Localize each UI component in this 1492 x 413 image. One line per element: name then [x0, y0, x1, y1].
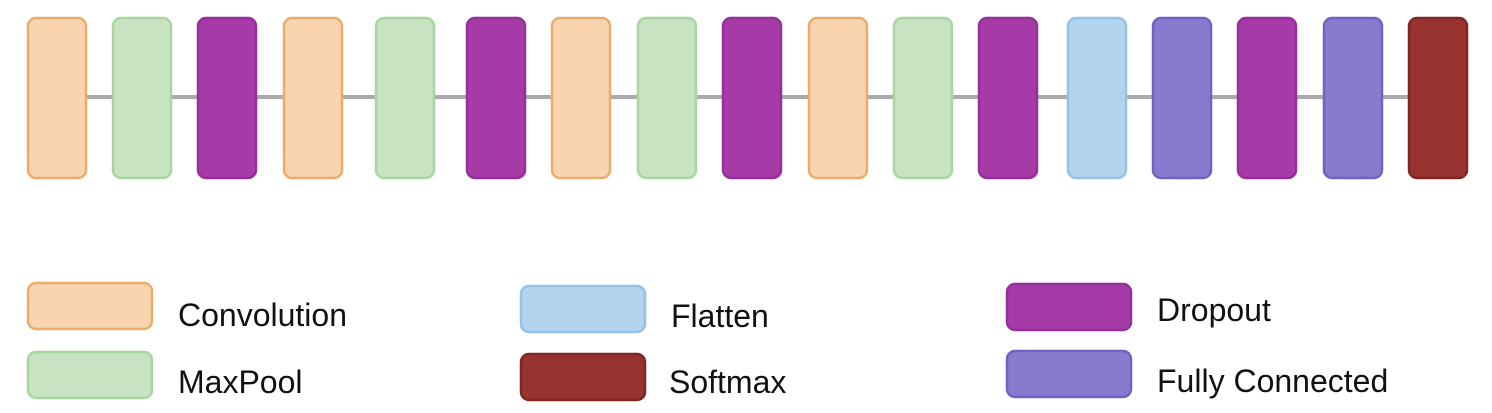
- legend-swatch-maxpool: [26, 350, 154, 400]
- layer-block-flatten: [1066, 16, 1128, 180]
- layer-block-softmax: [1407, 16, 1469, 180]
- legend-label-maxpool: MaxPool: [178, 364, 303, 400]
- legend-swatch-softmax: [519, 352, 647, 402]
- layer-block-conv: [282, 16, 344, 180]
- legend-label-flatten: Flatten: [671, 298, 769, 334]
- layer-block-dropout: [196, 16, 258, 180]
- layer-block-conv: [550, 16, 612, 180]
- layer-block-conv: [26, 16, 88, 180]
- legend-item-dropout: Dropout: [1005, 282, 1271, 332]
- legend-swatch-dropout: [1005, 282, 1133, 332]
- layer-block-dropout: [465, 16, 527, 180]
- layer-block-maxpool: [892, 16, 954, 180]
- legend-item-maxpool: MaxPool: [26, 350, 303, 400]
- layer-block-dropout: [1236, 16, 1298, 180]
- layer-sequence: [26, 16, 1469, 180]
- layer-block-conv: [807, 16, 869, 180]
- legend-item-fully-connected: Fully Connected: [1005, 349, 1388, 399]
- legend-item-flatten: Flatten: [519, 284, 769, 334]
- layer-block-maxpool: [636, 16, 698, 180]
- layer-block-fc: [1151, 16, 1213, 180]
- layer-block-dropout: [977, 16, 1039, 180]
- layer-block-dropout: [721, 16, 783, 180]
- legend-swatch-fully-connected: [1005, 349, 1133, 399]
- legend: Convolution MaxPool Flatten Softmax Drop…: [26, 281, 1388, 402]
- legend-label-dropout: Dropout: [1157, 292, 1271, 328]
- legend-label-fully-connected: Fully Connected: [1157, 363, 1388, 399]
- layer-block-fc: [1322, 16, 1384, 180]
- legend-item-softmax: Softmax: [519, 352, 786, 402]
- legend-item-convolution: Convolution: [26, 281, 347, 333]
- legend-label-softmax: Softmax: [669, 364, 786, 400]
- layer-block-maxpool: [374, 16, 436, 180]
- legend-label-convolution: Convolution: [178, 297, 347, 333]
- legend-swatch-convolution: [26, 281, 154, 331]
- layer-block-maxpool: [111, 16, 173, 180]
- legend-swatch-flatten: [519, 284, 647, 334]
